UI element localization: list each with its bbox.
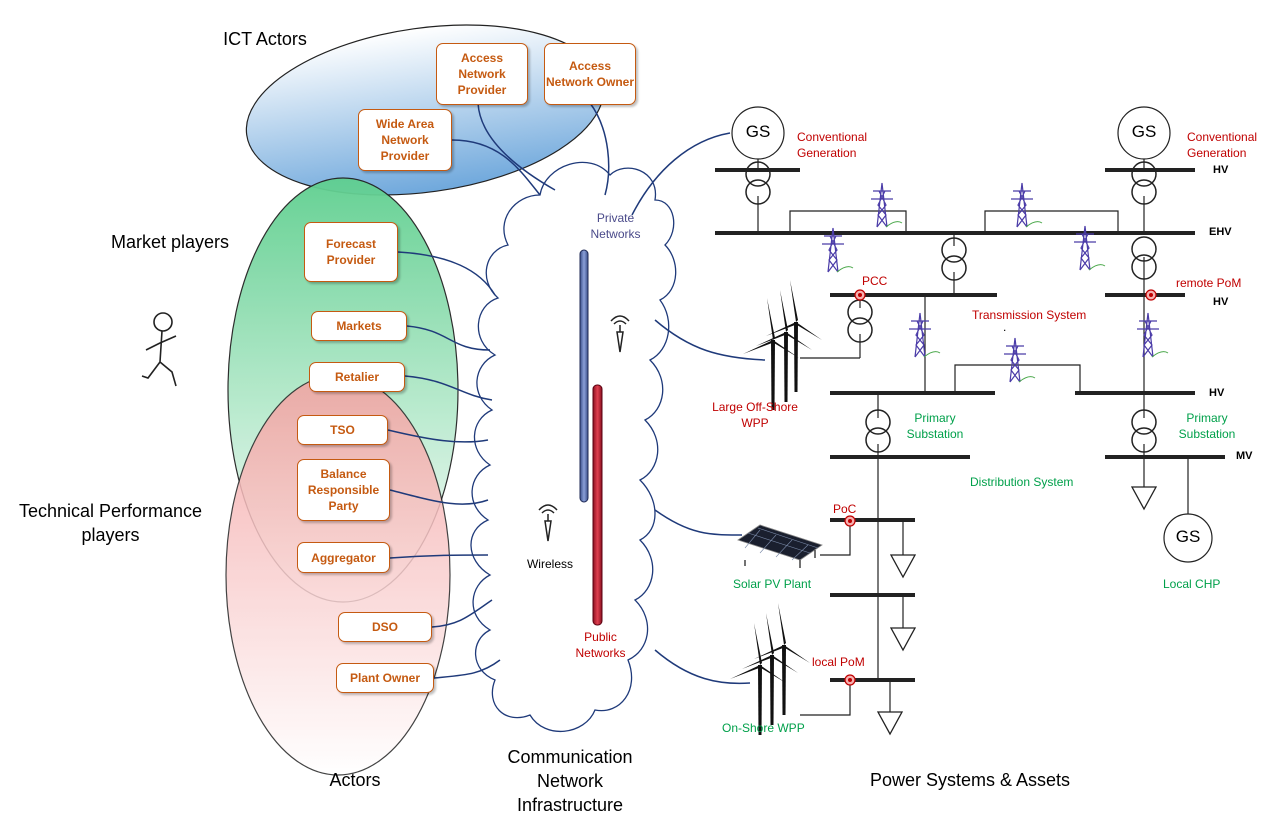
antenna-icon [538,504,558,542]
comm-network-title: Communication Network Infrastructure [507,747,633,815]
private-networks-pipe [579,249,589,503]
tower-icon [1136,312,1169,358]
actor-box-retalier[interactable]: Retalier [309,362,405,392]
wireless-label: Wireless [526,557,573,571]
ict-actors-title: ICT Actors [223,29,307,49]
network-cloud [470,161,677,732]
local-chp-label: Local CHP [1163,577,1221,591]
conventional-generation-label-left: Conventional Generation [797,130,868,160]
load-icon [890,554,916,578]
power-systems-title: Power Systems & Assets [869,770,1071,790]
bus-label-hv-1: HV [1213,164,1229,176]
person-icon [141,312,177,387]
solar-panel-icon [737,524,823,568]
technical-players-title: Technical Performance players [18,501,203,545]
wind-turbine-icon [743,298,799,410]
asset-links [631,132,766,685]
public-networks-label: Public Networks [575,630,626,660]
conventional-generation-label-right: Conventional Generation [1187,130,1258,160]
remote-pom-label: remote PoM [1176,276,1242,290]
measurement-point-icon [854,289,866,301]
private-networks-label: Private Networks [590,211,641,241]
public-networks-pipe [592,384,603,626]
distribution-system-label: Distribution System [970,475,1074,489]
bus-label-mv: MV [1236,450,1253,462]
actor-box-wide-area-network-provider[interactable]: Wide Area Network Provider [358,109,452,171]
antenna-icon [610,315,630,353]
local-pom-label: local PoM [812,655,865,669]
actor-box-plant-owner[interactable]: Plant Owner [336,663,434,693]
actor-box-access-network-owner[interactable]: Access Network Owner [544,43,636,105]
local-chp-generator-icon [1163,513,1213,563]
measurement-point-icon [844,515,856,527]
tower-icon [1003,337,1036,383]
actor-box-forecast-provider[interactable]: Forecast Provider [304,222,398,282]
market-players-title: Market players [110,232,230,252]
load-icon [877,711,903,735]
gs-label-left: GS [745,122,771,141]
actor-box-markets[interactable]: Markets [311,311,407,341]
actors-title: Actors [329,770,381,790]
measurement-point-icon [1145,289,1157,301]
actor-box-dso[interactable]: DSO [338,612,432,642]
gs-label-right: GS [1131,122,1157,141]
tower-icon [1010,182,1043,228]
tower-icon [870,182,903,228]
wind-turbine-icon [742,613,798,725]
actor-box-aggregator[interactable]: Aggregator [297,542,390,573]
large-offshore-wpp-label: Large Off-Shore WPP [712,400,798,430]
power-lines [731,106,1189,716]
load-icon [890,627,916,651]
solar-pv-plant-label: Solar PV Plant [733,577,812,591]
bus-label-hv-3: HV [1209,387,1225,399]
measurement-point-icon [844,674,856,686]
actor-links [387,102,610,679]
load-icon [1131,486,1157,510]
bus-label-hv-2: HV [1213,296,1229,308]
busbars [715,168,1225,682]
actor-box-tso[interactable]: TSO [297,415,388,445]
gs-label-chp: GS [1175,527,1201,546]
pcc-label: PCC [862,274,888,288]
wind-turbine-icon [730,623,786,735]
onshore-wpp-label: On-Shore WPP [722,721,805,735]
poc-label: PoC [833,502,857,516]
wind-turbine-icon [754,603,810,715]
wind-turbine-icon [756,290,812,402]
actor-box-access-network-provider[interactable]: Access Network Provider [436,43,528,105]
dot-mark: . [1003,320,1007,334]
primary-substation-label-left: Primary Substation [906,411,964,441]
transmission-system-label: Transmission System [972,308,1087,322]
bus-label-ehv: EHV [1209,226,1232,238]
primary-substation-label-right: Primary Substation [1178,411,1236,441]
actor-box-balance-responsible-party[interactable]: Balance Responsible Party [297,459,390,521]
